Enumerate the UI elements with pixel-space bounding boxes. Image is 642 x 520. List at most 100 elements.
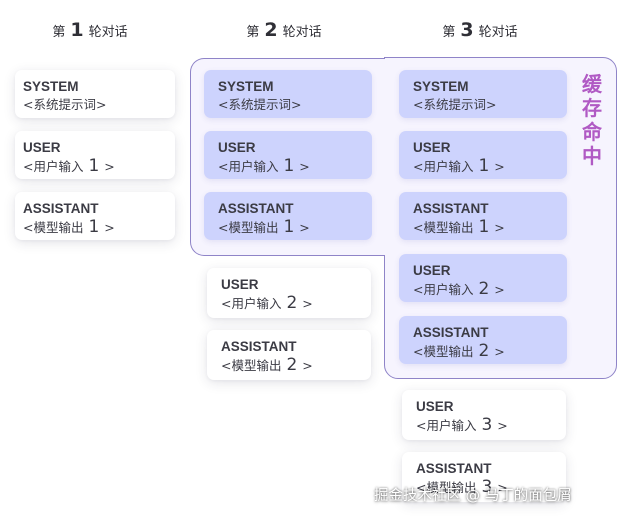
cache-hit-label: 缓 存 命 中 [580, 72, 604, 168]
message-content: <系统提示词> [218, 95, 372, 115]
watermark: 掘金技术社区 @ 马丁的面包屑 [374, 488, 572, 504]
message-content: <用户输入 1 > [23, 156, 175, 177]
message-card-assistant-2: ASSISTANT <模型输出 2 > [399, 316, 567, 364]
header-number: 1 [70, 19, 84, 41]
content-index: 1 [283, 217, 295, 237]
header-suffix: 轮对话 [282, 24, 322, 40]
message-role: ASSISTANT [23, 201, 99, 216]
message-role: SYSTEM [413, 79, 469, 94]
cache-region-join [380, 59, 390, 255]
message-card-assistant-3: ASSISTANT <模型输出 3 > [402, 452, 566, 502]
cache-label-char: 中 [582, 144, 602, 168]
content-close: > [494, 220, 505, 235]
message-card-user-1: USER <用户输入 1 > [15, 131, 175, 179]
message-role: SYSTEM [23, 79, 79, 94]
message-content: <用户输入 3 > [416, 415, 566, 436]
content-text: <用户输入 [413, 282, 474, 297]
content-text: <用户输入 [416, 418, 477, 433]
message-role: USER [413, 140, 451, 155]
message-role: ASSISTANT [416, 461, 492, 476]
message-card-user-1: USER <用户输入 1 > [204, 131, 372, 179]
header-number: 3 [460, 19, 474, 41]
content-close: > [497, 418, 508, 433]
message-content: <模型输出 1 > [413, 217, 567, 238]
content-close: > [104, 159, 115, 174]
content-close: > [497, 480, 508, 495]
content-index: 1 [88, 217, 100, 237]
message-card-system: SYSTEM <系统提示词> [204, 70, 372, 118]
message-content: <用户输入 2 > [221, 293, 371, 314]
message-card-user-2: USER <用户输入 2 > [399, 254, 567, 302]
content-text: <系统提示词> [413, 97, 497, 112]
cache-label-char: 缓 [582, 72, 602, 96]
message-content: <用户输入 2 > [413, 279, 567, 300]
message-card-assistant-1: ASSISTANT <模型输出 1 > [399, 192, 567, 240]
content-text: <模型输出 [416, 480, 477, 495]
message-role: USER [221, 277, 259, 292]
cache-label-char: 存 [582, 96, 602, 120]
content-index: 2 [478, 341, 490, 361]
message-card-user-3: USER <用户输入 3 > [402, 390, 566, 440]
content-text: <模型输出 [218, 220, 279, 235]
content-index: 3 [481, 477, 493, 497]
message-role: ASSISTANT [413, 325, 489, 340]
content-index: 1 [88, 156, 100, 176]
message-content: <用户输入 1 > [218, 156, 372, 177]
content-text: <系统提示词> [23, 97, 107, 112]
content-text: <用户输入 [23, 159, 84, 174]
header-suffix: 轮对话 [88, 24, 128, 40]
message-content: <模型输出 2 > [221, 355, 371, 376]
content-close: > [299, 220, 310, 235]
header-prefix: 第 [246, 24, 260, 40]
content-close: > [302, 358, 313, 373]
message-content: <用户输入 1 > [413, 156, 567, 177]
message-card-system: SYSTEM <系统提示词> [399, 70, 567, 118]
message-content: <模型输出 1 > [23, 217, 175, 238]
content-text: <用户输入 [413, 159, 474, 174]
content-index: 2 [286, 355, 298, 375]
content-text: <模型输出 [23, 220, 84, 235]
message-content: <系统提示词> [413, 95, 567, 115]
content-close: > [299, 159, 310, 174]
message-card-user-1: USER <用户输入 1 > [399, 131, 567, 179]
cache-label-char: 命 [582, 120, 602, 144]
content-index: 2 [478, 279, 490, 299]
content-text: <模型输出 [221, 358, 282, 373]
header-suffix: 轮对话 [478, 24, 518, 40]
message-card-assistant-1: ASSISTANT <模型输出 1 > [204, 192, 372, 240]
message-content: <系统提示词> [23, 95, 175, 115]
content-close: > [302, 296, 313, 311]
content-index: 1 [478, 156, 490, 176]
content-index: 1 [478, 217, 490, 237]
content-text: <模型输出 [413, 220, 474, 235]
header-number: 2 [264, 19, 278, 41]
message-card-assistant-1: ASSISTANT <模型输出 1 > [15, 192, 175, 240]
content-text: <用户输入 [221, 296, 282, 311]
message-role: ASSISTANT [413, 201, 489, 216]
message-role: USER [416, 399, 454, 414]
header-prefix: 第 [442, 24, 456, 40]
message-card-assistant-2: ASSISTANT <模型输出 2 > [207, 330, 371, 380]
message-content: <模型输出 2 > [413, 341, 567, 362]
message-content: <模型输出 3 > [416, 477, 566, 498]
content-index: 2 [286, 293, 298, 313]
column-header-round-3: 第 3 轮对话 [410, 14, 550, 46]
message-role: SYSTEM [218, 79, 274, 94]
message-role: USER [218, 140, 256, 155]
header-prefix: 第 [52, 24, 66, 40]
message-role: ASSISTANT [218, 201, 294, 216]
content-close: > [104, 220, 115, 235]
content-text: <模型输出 [413, 344, 474, 359]
message-role: USER [23, 140, 61, 155]
column-header-round-2: 第 2 轮对话 [214, 14, 354, 46]
message-card-system: SYSTEM <系统提示词> [15, 70, 175, 118]
content-close: > [494, 344, 505, 359]
message-content: <模型输出 1 > [218, 217, 372, 238]
content-close: > [494, 159, 505, 174]
message-role: USER [413, 263, 451, 278]
content-index: 1 [283, 156, 295, 176]
content-text: <系统提示词> [218, 97, 302, 112]
content-close: > [494, 282, 505, 297]
content-index: 3 [481, 415, 493, 435]
message-role: ASSISTANT [221, 339, 297, 354]
